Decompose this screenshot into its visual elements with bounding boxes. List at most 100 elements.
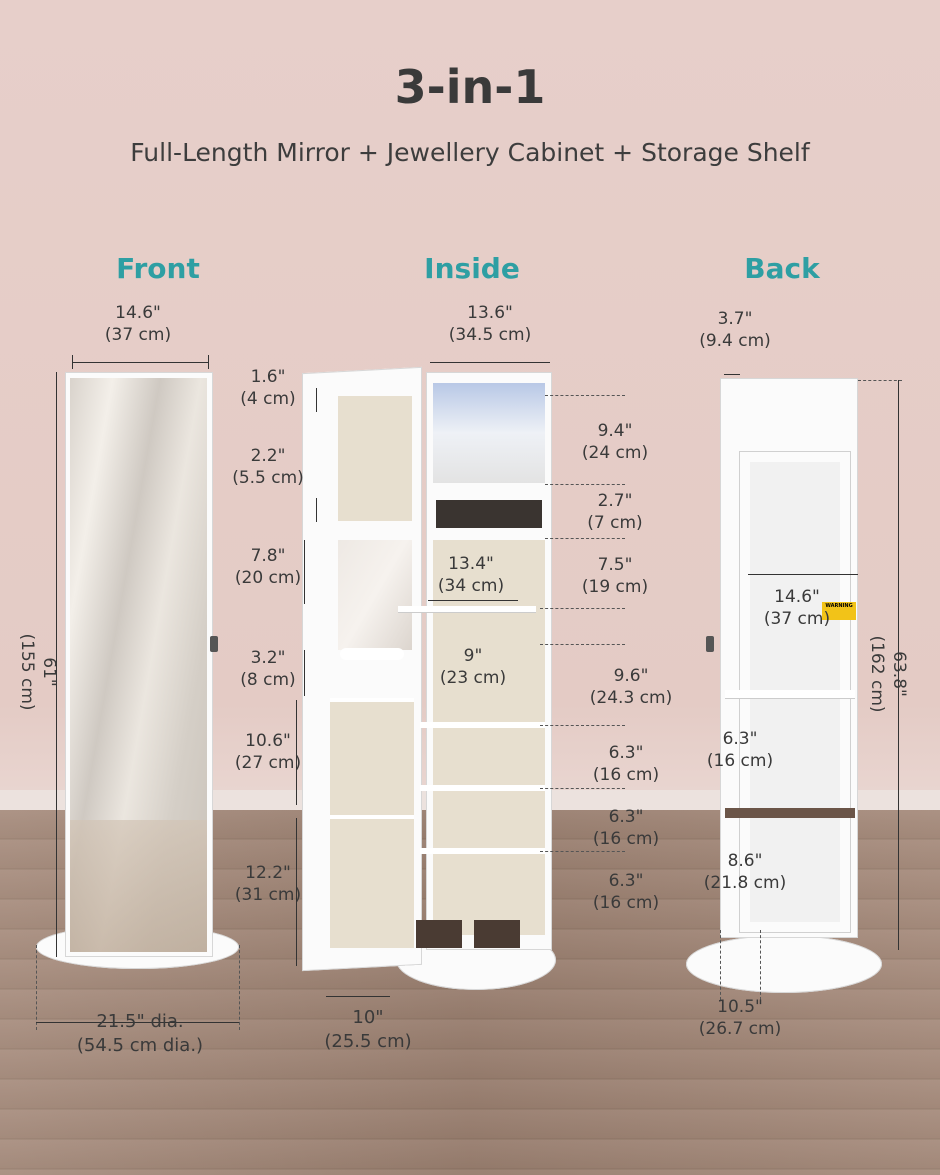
front-width-cm: (37 cm) xyxy=(104,325,172,345)
drawer-trays xyxy=(436,500,542,528)
tick xyxy=(72,355,73,369)
door-dim-5-cm: (27 cm) xyxy=(234,753,302,773)
guide xyxy=(545,395,625,396)
bottom-drawer xyxy=(474,920,520,948)
back-shelf xyxy=(725,690,855,698)
hook-width-label: 9" (23 cm) xyxy=(428,645,518,689)
tick xyxy=(208,355,209,369)
shelf xyxy=(420,848,545,854)
necklace-panel xyxy=(330,700,414,948)
cab-dim-5: 6.3" (16 cm) xyxy=(586,742,666,786)
guide xyxy=(760,930,761,1000)
front-width-line xyxy=(72,362,209,363)
hook-width-cm: (23 cm) xyxy=(439,668,507,688)
inside-width-label: 13.6" (34.5 cm) xyxy=(440,302,540,346)
cab-dim-5-cm: (16 cm) xyxy=(592,765,660,785)
door-dim-3: 7.8" (20 cm) xyxy=(228,545,308,589)
cab-dim-1: 9.4" (24 cm) xyxy=(572,420,658,464)
front-height-label: 61" (155 cm) xyxy=(16,622,60,722)
door-dim-5-in: 10.6" xyxy=(245,731,291,751)
door-depth-label: 10" (25.5 cm) xyxy=(316,1006,420,1054)
shelf xyxy=(420,785,545,791)
back-shelf-dim-1-in: 6.3" xyxy=(722,729,758,749)
door-dim-1-in: 1.6" xyxy=(250,367,286,387)
lock-icon xyxy=(210,636,218,652)
page-title: 3-in-1 xyxy=(394,60,546,114)
back-width-cm: (37 cm) xyxy=(763,609,831,629)
cab-dim-6-in: 6.3" xyxy=(608,807,644,827)
shelf xyxy=(420,722,545,728)
guide xyxy=(540,644,625,645)
back-shelf xyxy=(725,808,855,818)
door-dim-3-cm: (20 cm) xyxy=(234,568,302,588)
cab-dim-6-cm: (16 cm) xyxy=(592,829,660,849)
cab-dim-4-cm: (24.3 cm) xyxy=(589,688,673,708)
back-width-label: 14.6" (37 cm) xyxy=(752,586,842,630)
door-dim-4-cm: (8 cm) xyxy=(240,670,296,690)
inside-width-in: 13.6" xyxy=(467,303,513,323)
cabinet-back-panel xyxy=(433,540,545,935)
back-base-cm: (26.7 cm) xyxy=(698,1019,782,1039)
warning-label: WARNING xyxy=(822,602,856,620)
back-shelf-dim-1: 6.3" (16 cm) xyxy=(700,728,780,772)
front-width-in: 14.6" xyxy=(115,303,161,323)
led-compartment xyxy=(433,383,545,483)
door-mirror xyxy=(338,540,412,650)
door-dim-1: 1.6" (4 cm) xyxy=(228,366,308,410)
cab-dim-5-in: 6.3" xyxy=(608,743,644,763)
shelf-width-line xyxy=(428,600,518,601)
back-base xyxy=(686,935,882,993)
front-base-cm: (54.5 cm dia.) xyxy=(76,1035,204,1056)
guide xyxy=(540,788,625,789)
door-dim-4: 3.2" (8 cm) xyxy=(228,647,308,691)
cab-dim-7-in: 6.3" xyxy=(608,871,644,891)
base-guide xyxy=(36,945,37,1030)
door-dim-line xyxy=(304,650,305,696)
bottom-drawer xyxy=(416,920,462,948)
guide xyxy=(545,538,625,539)
cab-dim-2: 2.7" (7 cm) xyxy=(572,490,658,534)
guide xyxy=(720,930,721,1000)
door-dim-line xyxy=(296,818,297,966)
front-heading: Front xyxy=(116,252,200,285)
front-height-in: 61" xyxy=(39,657,59,687)
base-guide xyxy=(239,945,240,1030)
hook-rail xyxy=(330,698,414,702)
door-dim-line xyxy=(316,388,317,412)
mirror-reflection-floor xyxy=(70,820,207,952)
door-dim-6: 12.2" (31 cm) xyxy=(228,862,308,906)
guide xyxy=(540,725,625,726)
door-dim-6-cm: (31 cm) xyxy=(234,885,302,905)
cab-dim-2-cm: (7 cm) xyxy=(587,513,643,533)
door-depth-line xyxy=(326,996,390,997)
door-dim-4-in: 3.2" xyxy=(250,648,286,668)
hook-width-in: 9" xyxy=(463,646,483,666)
lock-icon xyxy=(706,636,714,652)
cab-dim-3-cm: (19 cm) xyxy=(581,577,649,597)
cab-dim-3-in: 7.5" xyxy=(597,555,633,575)
back-depth-label: 3.7" (9.4 cm) xyxy=(690,308,780,352)
back-height-line xyxy=(898,380,899,950)
back-depth-cm: (9.4 cm) xyxy=(699,331,771,351)
door-dim-5: 10.6" (27 cm) xyxy=(228,730,308,774)
cab-dim-6: 6.3" (16 cm) xyxy=(586,806,666,850)
door-dim-2-in: 2.2" xyxy=(250,446,286,466)
back-shelf-dim-2: 8.6" (21.8 cm) xyxy=(700,850,790,894)
back-height-cm: (162 cm) xyxy=(867,635,887,713)
back-depth-in: 3.7" xyxy=(717,309,753,329)
back-width-in: 14.6" xyxy=(774,587,820,607)
door-dim-2-cm: (5.5 cm) xyxy=(232,468,304,488)
shelf-width-label: 13.4" (34 cm) xyxy=(426,553,516,597)
cab-dim-7-cm: (16 cm) xyxy=(592,893,660,913)
hook-rail xyxy=(330,815,414,819)
back-base-label: 10.5" (26.7 cm) xyxy=(690,996,790,1040)
back-shelf-dim-2-cm: (21.8 cm) xyxy=(703,873,787,893)
door-dim-line xyxy=(316,498,317,522)
guide xyxy=(540,851,625,852)
back-width-line xyxy=(748,574,858,575)
cab-dim-1-cm: (24 cm) xyxy=(581,443,649,463)
back-height-in: 63.8" xyxy=(889,651,909,697)
front-base-in: 21.5" dia. xyxy=(96,1011,184,1032)
front-height-line xyxy=(56,372,57,957)
